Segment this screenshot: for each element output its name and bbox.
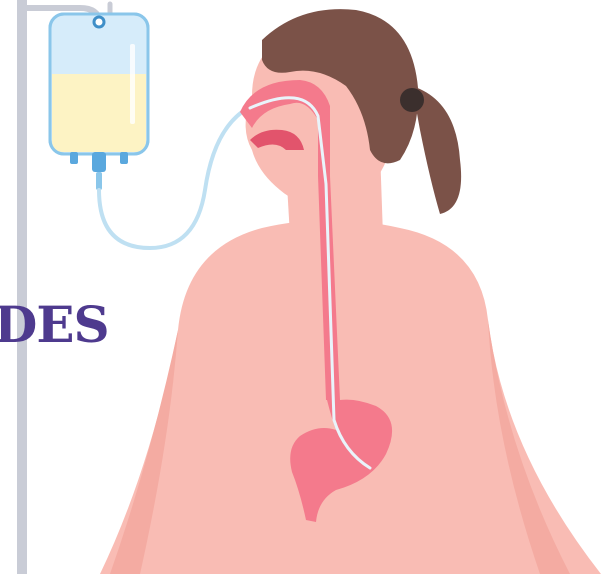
page-heading-fragment: DES	[0, 300, 109, 350]
person-silhouette-icon	[100, 25, 601, 574]
iv-bag-icon	[50, 14, 148, 190]
